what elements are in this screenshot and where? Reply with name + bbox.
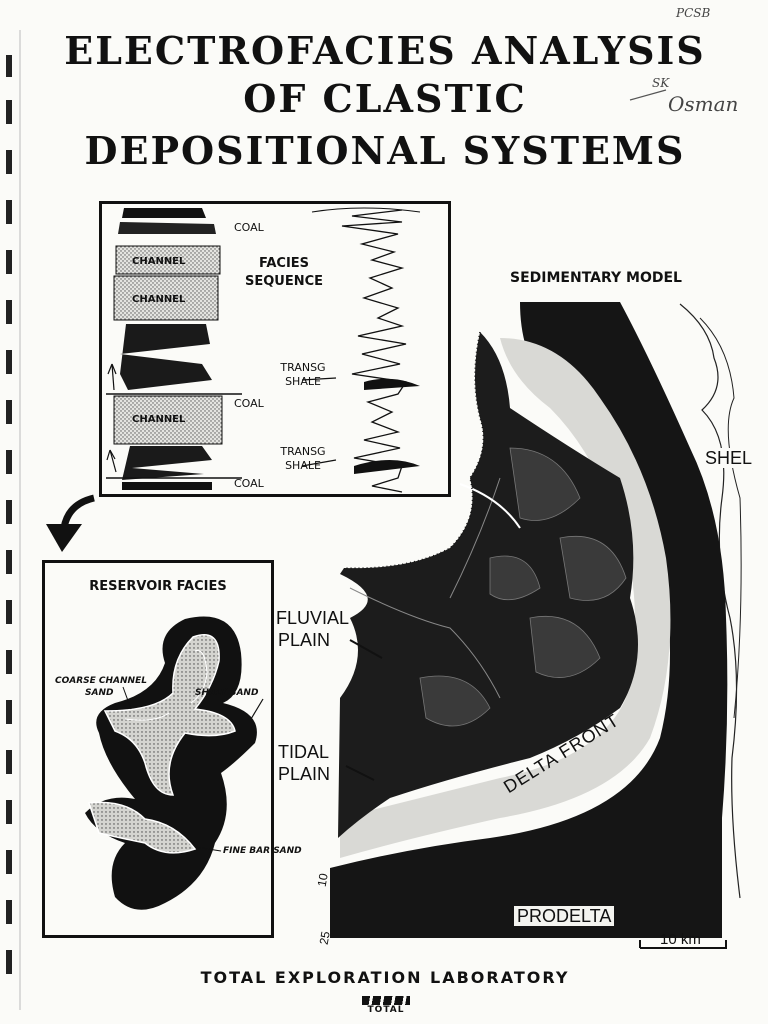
spiral-binding <box>6 30 21 1010</box>
fine-bar-sand-label: FINE BAR SAND <box>223 846 302 856</box>
total-logo-text: TOTAL <box>367 1005 405 1015</box>
facies-sequence-title-2: SEQUENCE <box>244 274 324 289</box>
coal-label-bottom: COAL <box>234 477 264 490</box>
facies-sequence-panel: COAL COAL COAL CHANNEL CHANNEL CHANNEL F… <box>99 201 451 497</box>
channel-label-3: CHANNEL <box>132 414 186 425</box>
title-line-3: DEPOSITIONAL SYSTEMS <box>84 128 686 173</box>
curved-arrow-icon <box>46 494 95 552</box>
sedimentary-model-title: SEDIMENTARY MODEL <box>510 270 682 286</box>
prodelta-label: PRODELTA <box>514 906 615 926</box>
facies-sequence-log <box>106 207 421 493</box>
coarse-channel-sand-label-1: COARSE CHANNEL <box>55 676 147 686</box>
facies-sequence-title-1: FACIES <box>258 256 310 271</box>
handwritten-initials: SK <box>652 76 670 90</box>
handwritten-note-top: PCSB <box>676 6 711 20</box>
transg-shale-label-1a: TRANSG <box>280 361 326 374</box>
total-logo: TOTAL <box>362 996 410 1015</box>
contour-label-25: 25 <box>316 930 333 946</box>
title-line-1: ELECTROFACIES ANALYSIS <box>64 28 706 73</box>
transg-shale-label-2b: SHALE <box>285 459 321 472</box>
coal-label-top: COAL <box>234 221 264 234</box>
fluvial-plain-label-1: FLUVIAL <box>276 608 350 628</box>
total-logo-stripes <box>362 996 410 1005</box>
tidal-plain-label-2: PLAIN <box>278 764 331 784</box>
handwritten-stroke <box>629 89 667 101</box>
shaly-sand-label: SHALY SAND <box>195 688 259 698</box>
channel-label-2: CHANNEL <box>132 294 186 305</box>
coarse-channel-sand-label-2: SAND <box>85 688 114 698</box>
reservoir-facies-panel: RESERVOIR FACIES COARSE CHANNEL SAND SHA… <box>42 560 302 938</box>
handwritten-name: Osman <box>668 92 739 116</box>
sedimentary-model-map <box>330 302 742 949</box>
shelf-label: SHEL <box>704 448 754 468</box>
transg-shale-label-2a: TRANSG <box>280 445 326 458</box>
footer-lab-name: TOTAL EXPLORATION LABORATORY <box>200 968 570 987</box>
tidal-plain-label-1: TIDAL <box>278 742 330 762</box>
reservoir-facies-title: RESERVOIR FACIES <box>89 579 227 594</box>
reservoir-facies-map <box>85 616 264 910</box>
title-line-2: OF CLASTIC <box>243 76 527 121</box>
fluvial-plain-label-2: PLAIN <box>278 630 331 650</box>
scale-bar-label: 10 km <box>660 931 701 948</box>
channel-label-1: CHANNEL <box>132 256 186 267</box>
transg-shale-label-1b: SHALE <box>285 375 321 388</box>
coal-label-mid: COAL <box>234 397 264 410</box>
contour-label-10: 10 <box>314 872 331 888</box>
